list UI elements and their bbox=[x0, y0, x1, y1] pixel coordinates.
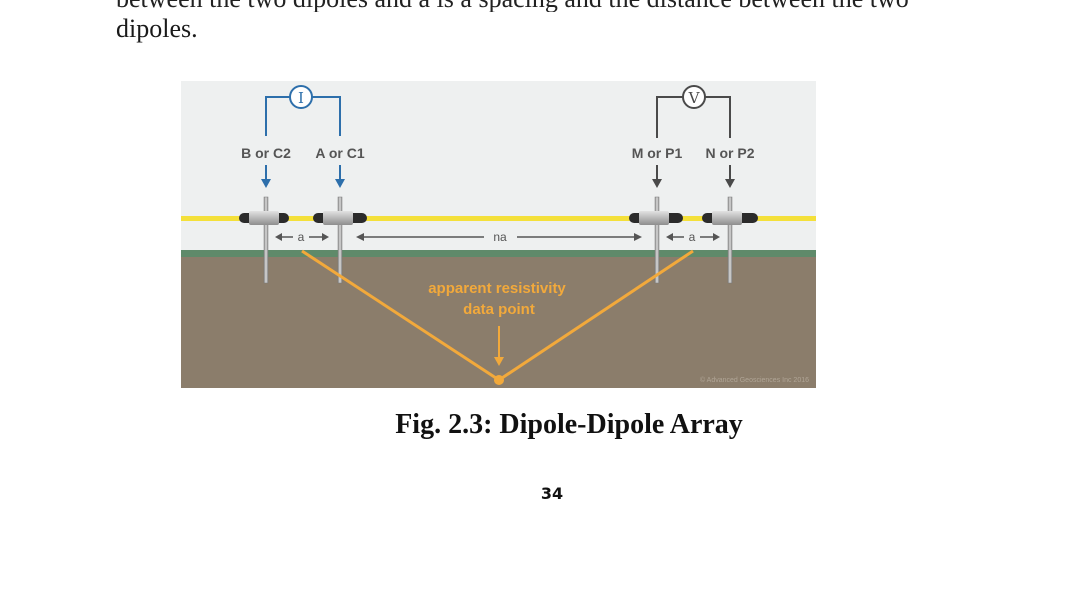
data-point-label-line1: apparent resistivity bbox=[428, 280, 566, 297]
copyright-notice: © Advanced Geosciences Inc 2016 bbox=[700, 376, 809, 384]
apparent-resistivity-data-point bbox=[494, 375, 504, 385]
grass-strip bbox=[181, 250, 816, 257]
spacing-a-left: a bbox=[275, 230, 329, 244]
cut-off-text-line: between the two dipoles and a is a spaci… bbox=[116, 0, 996, 12]
electrode-rod-b bbox=[263, 196, 269, 284]
electrode-label-m: M or P1 bbox=[632, 145, 683, 161]
electrode-rod-a bbox=[337, 196, 343, 284]
current-symbol: I bbox=[298, 89, 304, 107]
ground bbox=[181, 253, 816, 388]
cable-line bbox=[181, 216, 816, 221]
voltage-meter: V bbox=[656, 85, 731, 138]
electrode-rod-m bbox=[654, 196, 660, 284]
voltage-symbol: V bbox=[688, 89, 701, 107]
electrode-rod-n bbox=[727, 196, 733, 284]
electrode-connector-n bbox=[702, 211, 758, 225]
page-number: 34 bbox=[540, 484, 564, 503]
electrode-connector-m bbox=[629, 211, 683, 225]
electrode-label-n: N or P2 bbox=[705, 145, 754, 161]
spacing-a-left-label: a bbox=[298, 230, 305, 244]
electrode-label-b: B or C2 bbox=[241, 145, 291, 161]
figure-caption: Fig. 2.3: Dipole-Dipole Array bbox=[395, 409, 743, 440]
electrode-connector-b bbox=[239, 211, 289, 225]
data-point-projection bbox=[301, 249, 694, 385]
dipole-dipole-figure: I V B or C2 A or C1 M or P1 N or P2 bbox=[181, 81, 816, 388]
potential-electrode-arrow-n bbox=[725, 165, 735, 188]
sky-background bbox=[181, 81, 816, 253]
current-electrode-arrow-b bbox=[261, 165, 271, 188]
data-point-label-line2: data point bbox=[463, 301, 535, 318]
current-electrode-arrow-a bbox=[335, 165, 345, 188]
potential-electrode-arrow-m bbox=[652, 165, 662, 188]
current-meter: I bbox=[265, 85, 341, 136]
spacing-na: na bbox=[356, 230, 642, 244]
electrode-connector-a bbox=[313, 211, 367, 225]
electrode-label-a: A or C1 bbox=[315, 145, 364, 161]
spacing-na-label: na bbox=[493, 230, 507, 244]
spacing-a-right: a bbox=[666, 230, 720, 244]
spacing-a-right-label: a bbox=[689, 230, 696, 244]
dipole-dipole-diagram: I V B or C2 A or C1 M or P1 N or P2 bbox=[181, 81, 816, 388]
body-text-line: dipoles. bbox=[116, 14, 198, 43]
